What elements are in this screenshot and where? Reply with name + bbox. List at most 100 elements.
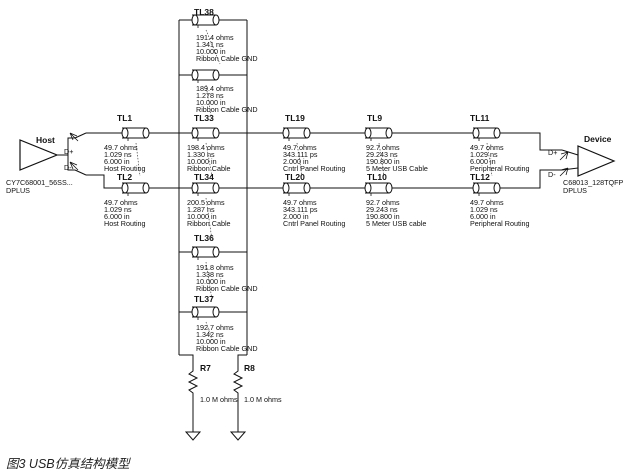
transmission-line-symbols <box>121 14 501 320</box>
dminus-net-wire <box>86 174 122 189</box>
transmission-line-tl1[interactable] <box>121 127 150 141</box>
transmission-line-tl20[interactable] <box>282 182 311 196</box>
host-part-label: CY7C68001_56SS... <box>6 178 73 187</box>
cable-end-right <box>303 182 311 194</box>
tl-param-tl1: 6.000 in <box>104 157 130 166</box>
tl-param-tl38: 191.4 ohms <box>196 33 234 42</box>
tl-param-tl12: Peripheral Routing <box>470 219 530 228</box>
tl-param-tl11: 6.000 in <box>470 157 496 166</box>
wires <box>86 19 562 432</box>
tl-param-tl34: 10.000 in <box>187 212 217 221</box>
cable-end-left <box>364 127 372 139</box>
device-probe-arrow-icon <box>559 167 569 177</box>
tl-param-tl33: 10.000 in <box>187 157 217 166</box>
transmission-line-tl2[interactable] <box>121 182 150 196</box>
device-part-label: C68013_128TQFP <box>563 178 624 187</box>
cable-end-right <box>385 182 393 194</box>
host-buffer-triangle <box>19 139 59 171</box>
transmission-line-tl10[interactable] <box>364 182 393 196</box>
tl-param-tl37: 10.000 in <box>196 337 226 346</box>
cable-end-right <box>212 246 220 258</box>
transmission-line-tl35[interactable] <box>191 69 220 83</box>
device-pin-plus: D+ <box>548 148 557 157</box>
shield-guide <box>296 142 303 177</box>
tl-param-tl36: Ribbon Cable GND <box>196 284 258 293</box>
tl-name-tl12: TL12 <box>470 172 490 182</box>
tl-param-tl1: 49.7 ohms <box>104 143 138 152</box>
dminus-net-wire <box>501 169 562 189</box>
tl-param-tl35: 1.278 ns <box>196 91 224 100</box>
resistor-r8[interactable]: R8 1.0 M ohms <box>229 363 282 441</box>
tl-param-tl10: 190.800 in <box>366 212 400 221</box>
transmission-line-tl11[interactable] <box>472 127 501 141</box>
cable-end-left <box>472 127 480 139</box>
resistor-r7[interactable]: R7 1.0 M ohms <box>184 363 238 441</box>
host-pin-plus: D+ <box>64 147 73 156</box>
tl-param-tl2: 6.000 in <box>104 212 130 221</box>
transmission-line-tl9[interactable] <box>364 127 393 141</box>
tl-name-tl2: TL2 <box>117 172 132 182</box>
shield-guide <box>135 142 141 177</box>
transmission-line-tl19[interactable] <box>282 127 311 141</box>
r7-label: R7 <box>200 363 211 373</box>
tl-param-tl20: 2.000 in <box>283 212 309 221</box>
device-input-wire <box>561 167 579 171</box>
cable-end-right <box>493 127 501 139</box>
tl-param-tl2: 1.029 ns <box>104 205 132 214</box>
cable-end-right <box>142 182 150 194</box>
tl-param-tl19: 2.000 in <box>283 157 309 166</box>
transmission-line-tl38[interactable] <box>191 14 220 28</box>
tl-param-tl20: 49.7 ohms <box>283 198 317 207</box>
tl-param-tl1: Host Routing <box>104 164 146 173</box>
transmission-line-tl34[interactable] <box>191 182 220 196</box>
device-buffer[interactable]: Device D+ D- C68013_128TQFP DPLUS <box>548 134 624 195</box>
tl-param-tl1: 1.029 ns <box>104 150 132 159</box>
cable-end-left <box>472 182 480 194</box>
tl-param-tl36: 191.8 ohms <box>196 263 234 272</box>
tl-param-tl33: 1.330 ns <box>187 150 215 159</box>
tl-param-tl38: 10.000 in <box>196 47 226 56</box>
cable-end-left <box>191 182 199 194</box>
host-buffer[interactable]: Host D+ D- CY7C68001_56SS... DPLUS <box>6 132 87 195</box>
transmission-line-tl37[interactable] <box>191 306 220 320</box>
tl-param-tl33: Ribbon Cable <box>187 164 231 173</box>
transmission-line-tl12[interactable] <box>472 182 501 196</box>
cable-end-left <box>364 182 372 194</box>
shield-guide <box>205 84 213 122</box>
tl-param-tl11: Peripheral Routing <box>470 164 530 173</box>
r7-wire <box>179 354 194 367</box>
cable-end-right <box>493 182 501 194</box>
tl-name-tl34: TL34 <box>194 172 214 182</box>
tl-param-tl36: 1.338 ns <box>196 270 224 279</box>
tl-param-tl35: 10.000 in <box>196 98 226 107</box>
transmission-line-tl36[interactable] <box>191 246 220 260</box>
cable-end-left <box>191 69 199 81</box>
figure-caption: 图3 USB仿真结构模型 <box>6 457 131 471</box>
tl-param-tl2: Host Routing <box>104 219 146 228</box>
host-probe-arrow-icon <box>69 161 79 171</box>
tl-param-tl10: 92.7 ohms <box>366 198 400 207</box>
cable-end-left <box>191 306 199 318</box>
transmission-line-tl33[interactable] <box>191 127 220 141</box>
tl-name-tl36: TL36 <box>194 233 214 243</box>
cable-end-right <box>385 127 393 139</box>
shield-guide <box>378 142 385 177</box>
cable-end-right <box>212 182 220 194</box>
tl-param-tl9: 29.243 ns <box>366 150 398 159</box>
device-buffer-triangle <box>577 145 616 177</box>
cable-end-right <box>303 127 311 139</box>
shield-guide <box>205 142 213 177</box>
cable-end-right <box>212 69 220 81</box>
cable-end-left <box>191 127 199 139</box>
device-title: Device <box>584 134 612 144</box>
r8-label: R8 <box>244 363 255 373</box>
shield-guide <box>486 142 493 177</box>
cable-end-left <box>121 127 129 139</box>
tl-param-tl9: 92.7 ohms <box>366 143 400 152</box>
tl-name-tl1: TL1 <box>117 113 132 123</box>
cable-end-right <box>212 127 220 139</box>
tl-param-tl38: 1.341 ns <box>196 40 224 49</box>
tl-param-tl36: 10.000 in <box>196 277 226 286</box>
cable-end-right <box>212 14 220 26</box>
tl-param-tl2: 49.7 ohms <box>104 198 138 207</box>
